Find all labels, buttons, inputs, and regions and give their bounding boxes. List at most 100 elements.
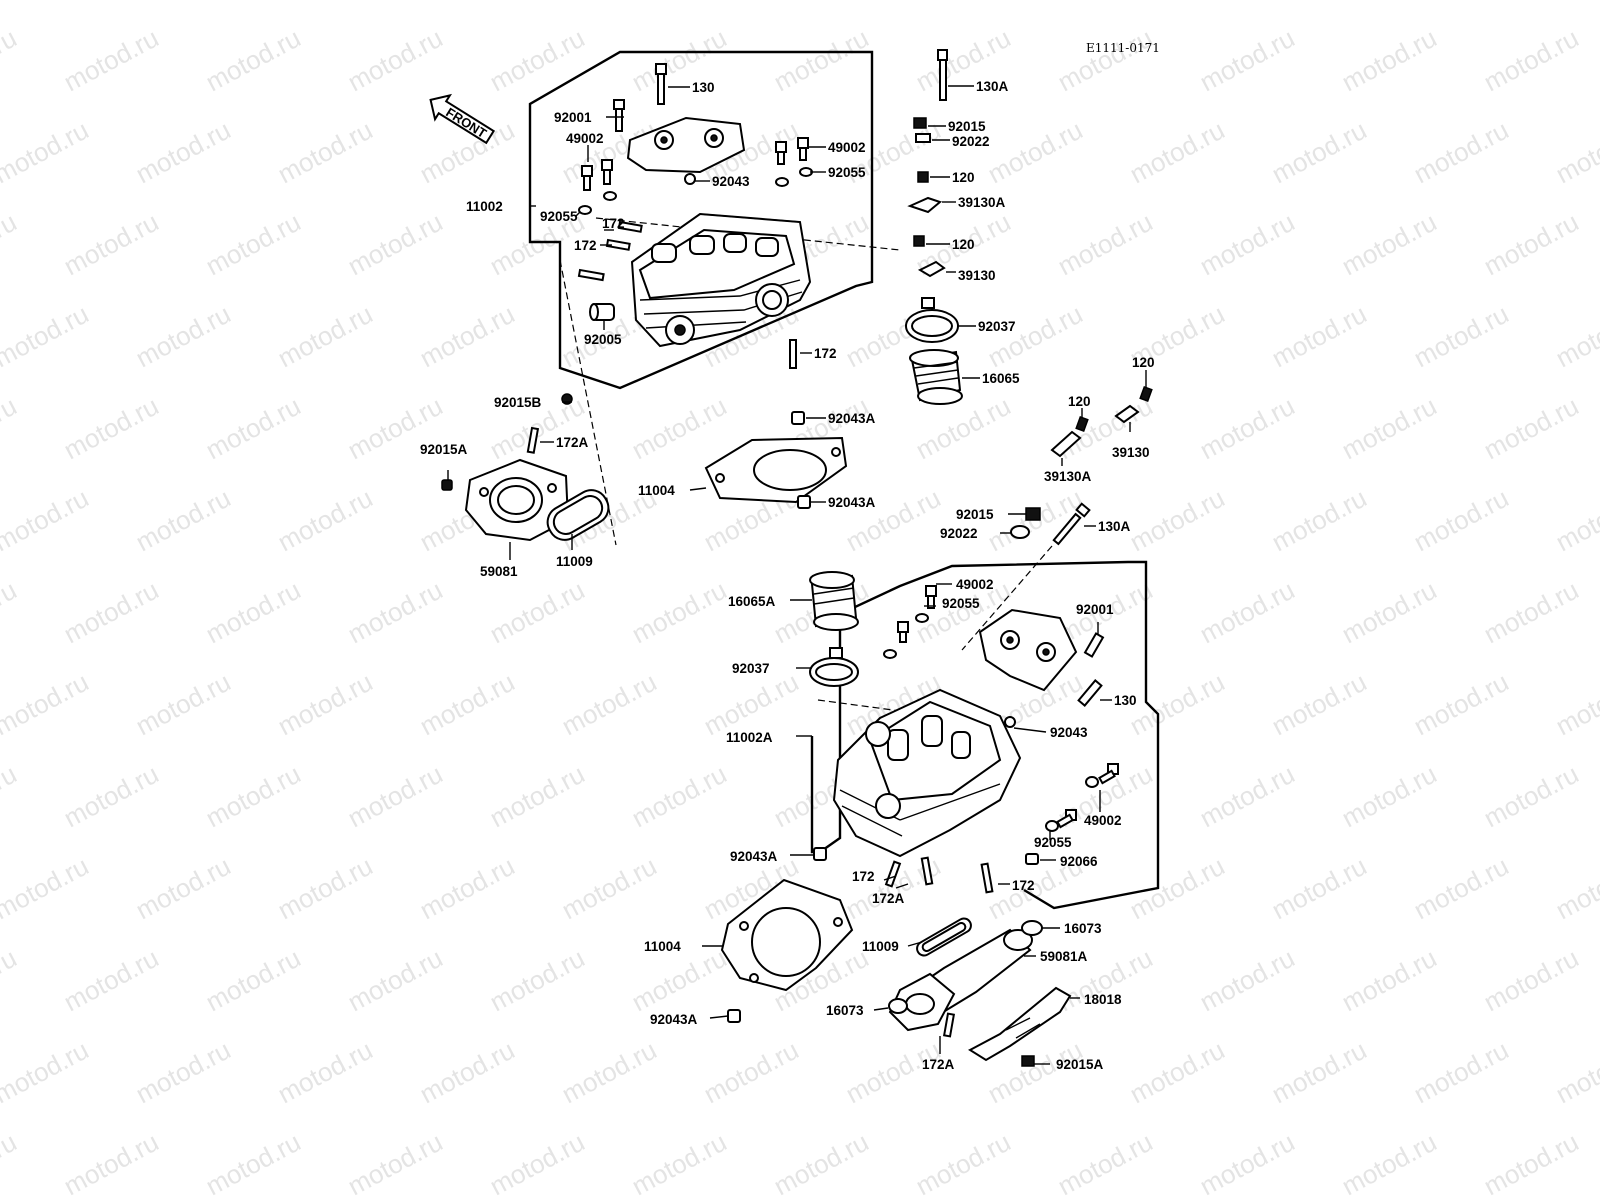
part-label: 92001 [1076, 602, 1114, 617]
watermark-text: motod.ru [131, 483, 236, 558]
watermark-text: motod.ru [1267, 0, 1372, 5]
watermark-text: motod.ru [627, 23, 732, 98]
dowel-92043A-bottom-2 [727, 1009, 741, 1023]
watermark-text: motod.ru [1125, 115, 1230, 190]
part-label: 92043A [650, 1012, 698, 1027]
part-label: 39130 [958, 268, 996, 283]
watermark-text: motod.ru [1479, 207, 1584, 282]
dowel-92043-top [684, 173, 696, 185]
watermark-text: motod.ru [769, 1127, 874, 1200]
washer-92022-top [915, 133, 931, 143]
watermark-text: motod.ru [131, 115, 236, 190]
bolt-130A-bottom [1052, 502, 1091, 546]
part-label: 59081A [1040, 949, 1088, 964]
part-label: 39130 [1112, 445, 1150, 460]
bolt-130-bottom [1077, 679, 1103, 707]
part-label: 130A [976, 79, 1009, 94]
fitting-92005 [589, 303, 615, 321]
watermark-text: motod.ru [1053, 207, 1158, 282]
watermark-text: motod.ru [415, 0, 520, 5]
part-label: 49002 [828, 140, 866, 155]
watermark-text: motod.ru [201, 391, 306, 466]
part-label: 172A [556, 435, 589, 450]
watermark-text: motod.ru [1479, 575, 1584, 650]
watermark-text: motod.ru [273, 483, 378, 558]
o-ring-92055-top-left [578, 205, 592, 215]
watermark-text: motod.ru [59, 943, 164, 1018]
bolt-120-d [1075, 416, 1089, 432]
watermark-text: motod.ru [1479, 23, 1584, 98]
watermark-text: motod.ru [201, 207, 306, 282]
part-label: 49002 [566, 131, 604, 146]
o-ring-92055-bottom-1 [915, 613, 929, 623]
dowel-92043A-bottom-1 [813, 847, 827, 861]
bolt-130A-top [937, 49, 948, 101]
bracket-39130-top [917, 260, 946, 278]
dowel-92043A-top-2 [797, 495, 811, 509]
part-label: 172 [814, 346, 837, 361]
leader-lines [447, 85, 1147, 1065]
watermark-text: motod.ru [1551, 299, 1600, 374]
cylinder-base-gasket-11004-top [704, 436, 848, 504]
watermark-text: motod.ru [1125, 851, 1230, 926]
watermark-text: motod.ru [1409, 1035, 1514, 1110]
watermark-text: motod.ru [0, 391, 21, 466]
part-label: 11002 [466, 199, 503, 214]
watermark-text: motod.ru [1195, 943, 1300, 1018]
watermark-text: motod.ru [557, 0, 662, 5]
nut-92015-top [913, 117, 927, 129]
watermark-text: motod.ru [1267, 299, 1372, 374]
watermark-text: motod.ru [557, 851, 662, 926]
watermark-text: motod.ru [1125, 483, 1230, 558]
oil-plug-49002-bottom-2 [1056, 763, 1119, 829]
watermark-text: motod.ru [273, 115, 378, 190]
cylinder-head-11002 [630, 212, 812, 348]
watermark-text: motod.ru [1195, 1127, 1300, 1200]
watermark-text: motod.ru [627, 391, 732, 466]
stud-172A-top [526, 426, 540, 454]
washer-92022-bottom [1010, 525, 1030, 539]
watermark-text: motod.ru [201, 23, 306, 98]
carburetor-holder-16065A [809, 571, 859, 631]
bracket-39130A-top [907, 196, 943, 214]
watermark-text: motod.ru [1337, 575, 1442, 650]
part-label: 16065A [728, 594, 776, 609]
watermark-text: motod.ru [1267, 851, 1372, 926]
watermark-text: motod.ru [1267, 483, 1372, 558]
part-label: 92015B [494, 395, 542, 410]
watermark-text: motod.ru [983, 299, 1088, 374]
watermark-text: motod.ru [627, 759, 732, 834]
watermark-text: motod.ru [841, 483, 946, 558]
watermark-text: motod.ru [273, 851, 378, 926]
watermark-text: motod.ru [1409, 851, 1514, 926]
dowel-92043A-top-1 [791, 411, 805, 425]
watermark-text: motod.ru [0, 759, 21, 834]
top-assembly-frame [528, 50, 874, 390]
part-label: 172 [852, 869, 875, 884]
bolt-92001-bottom [1083, 632, 1105, 658]
part-label: 172 [1012, 878, 1035, 893]
part-label: 92055 [540, 209, 578, 224]
watermark-text: motod.ru [0, 0, 93, 5]
clamp-92037-top [905, 297, 959, 343]
o-ring-92055-top-right [775, 177, 789, 187]
watermark-text: motod.ru [201, 943, 306, 1018]
part-label: 11009 [556, 554, 593, 569]
watermark-text: motod.ru [1267, 1035, 1372, 1110]
part-label: 172A [922, 1057, 955, 1072]
oil-plug-49002-top-left [581, 159, 613, 191]
part-label: 49002 [1084, 813, 1122, 828]
watermark-text: motod.ru [343, 759, 448, 834]
watermark-text: motod.ru [1053, 1127, 1158, 1200]
part-label: 92015 [948, 119, 986, 134]
watermark-text: motod.ru [911, 1127, 1016, 1200]
watermark-text: motod.ru [343, 23, 448, 98]
watermark-text: motod.ru [1337, 391, 1442, 466]
nut-92015-bottom [1025, 507, 1041, 521]
clamp-92037-bottom [809, 647, 859, 687]
part-label: 39130A [1044, 469, 1092, 484]
part-label: 92043 [1050, 725, 1088, 740]
bolt-120-b [913, 235, 925, 247]
nut-92015A-top [441, 479, 453, 491]
